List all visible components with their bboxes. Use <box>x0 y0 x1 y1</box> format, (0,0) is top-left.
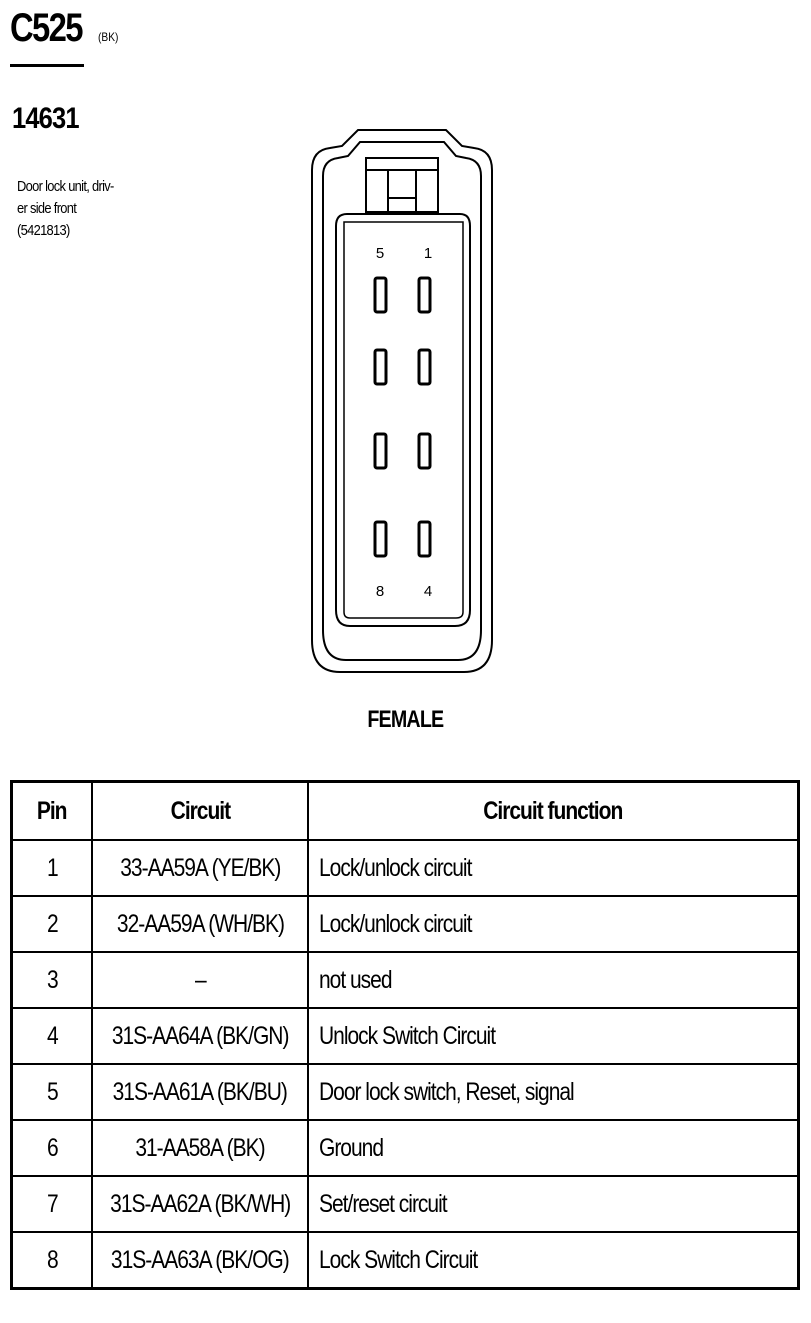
description-line: er side front <box>17 200 77 217</box>
connector-inner-shell <box>322 141 482 661</box>
table-row: 2 32-AA59A (WH/BK) Lock/unlock circuit <box>10 895 800 953</box>
function-cell: Lock Switch Circuit <box>307 1231 800 1290</box>
function-cell: Ground <box>307 1119 800 1177</box>
connector-face-diagram: 5 1 8 4 <box>311 129 493 673</box>
function-cell: Unlock Switch Circuit <box>307 1007 800 1065</box>
function-cell: not used <box>307 951 800 1009</box>
table-row: 7 31S-AA62A (BK/WH) Set/reset circuit <box>10 1175 800 1233</box>
function-cell: Lock/unlock circuit <box>307 895 800 953</box>
pin-socket <box>417 276 432 314</box>
table-header-row: Pin Circuit Circuit function <box>10 780 800 841</box>
circuit-cell: – <box>90 951 310 1009</box>
pin-cell: 1 <box>10 839 93 897</box>
pin-socket <box>417 432 432 470</box>
gender-label: FEMALE <box>367 706 444 733</box>
pin-socket <box>373 276 388 314</box>
connector-gender: FEMALE <box>0 706 811 734</box>
pin-cell: 8 <box>10 1231 93 1290</box>
connector-description: Door lock unit, driv- er side front (542… <box>17 176 172 242</box>
pin-cell: 6 <box>10 1119 93 1177</box>
circuit-cell: 31S-AA61A (BK/BU) <box>90 1063 310 1121</box>
pin-cell: 5 <box>10 1063 93 1121</box>
connector-cavity <box>335 213 471 627</box>
circuit-cell: 33-AA59A (YE/BK) <box>90 839 310 897</box>
description-line: (5421813) <box>17 222 70 239</box>
circuit-cell: 31S-AA62A (BK/WH) <box>90 1175 310 1233</box>
pin-cell: 2 <box>10 895 93 953</box>
function-cell: Door lock switch, Reset, signal <box>307 1063 800 1121</box>
pin-socket <box>417 520 432 558</box>
title-underline <box>10 64 84 67</box>
pin-cell: 7 <box>10 1175 93 1233</box>
pin-number-label: 4 <box>424 583 432 600</box>
connector-latch <box>365 157 439 213</box>
circuit-cell: 31S-AA64A (BK/GN) <box>90 1007 310 1065</box>
connector-color-code: (BK) <box>98 30 119 44</box>
column-header-circuit: Circuit <box>90 780 310 841</box>
pin-number-label: 1 <box>424 245 432 262</box>
table-row: 3 – not used <box>10 951 800 1009</box>
pin-cell: 4 <box>10 1007 93 1065</box>
circuit-cell: 31S-AA63A (BK/OG) <box>90 1231 310 1290</box>
column-header-pin: Pin <box>10 780 93 841</box>
part-number: 14631 <box>12 102 80 135</box>
pin-cell: 3 <box>10 951 93 1009</box>
connector-id: C525 <box>10 6 83 50</box>
pin-socket <box>417 348 432 386</box>
circuit-cell: 32-AA59A (WH/BK) <box>90 895 310 953</box>
table-row: 4 31S-AA64A (BK/GN) Unlock Switch Circui… <box>10 1007 800 1065</box>
table-row: 5 31S-AA61A (BK/BU) Door lock switch, Re… <box>10 1063 800 1121</box>
column-header-function: Circuit function <box>307 780 800 841</box>
pin-socket <box>373 520 388 558</box>
pin-socket <box>373 348 388 386</box>
circuit-cell: 31-AA58A (BK) <box>90 1119 310 1177</box>
table-row: 6 31-AA58A (BK) Ground <box>10 1119 800 1177</box>
function-cell: Lock/unlock circuit <box>307 839 800 897</box>
pin-number-label: 8 <box>376 583 384 600</box>
table-row: 8 31S-AA63A (BK/OG) Lock Switch Circuit <box>10 1231 800 1290</box>
function-cell: Set/reset circuit <box>307 1175 800 1233</box>
table-row: 1 33-AA59A (YE/BK) Lock/unlock circuit <box>10 839 800 897</box>
pin-socket <box>373 432 388 470</box>
description-line: Door lock unit, driv- <box>17 178 114 195</box>
pin-number-label: 5 <box>376 245 384 262</box>
connector-outer-shell <box>311 129 493 673</box>
pinout-table: Pin Circuit Circuit function 1 33-AA59A … <box>10 780 800 1290</box>
